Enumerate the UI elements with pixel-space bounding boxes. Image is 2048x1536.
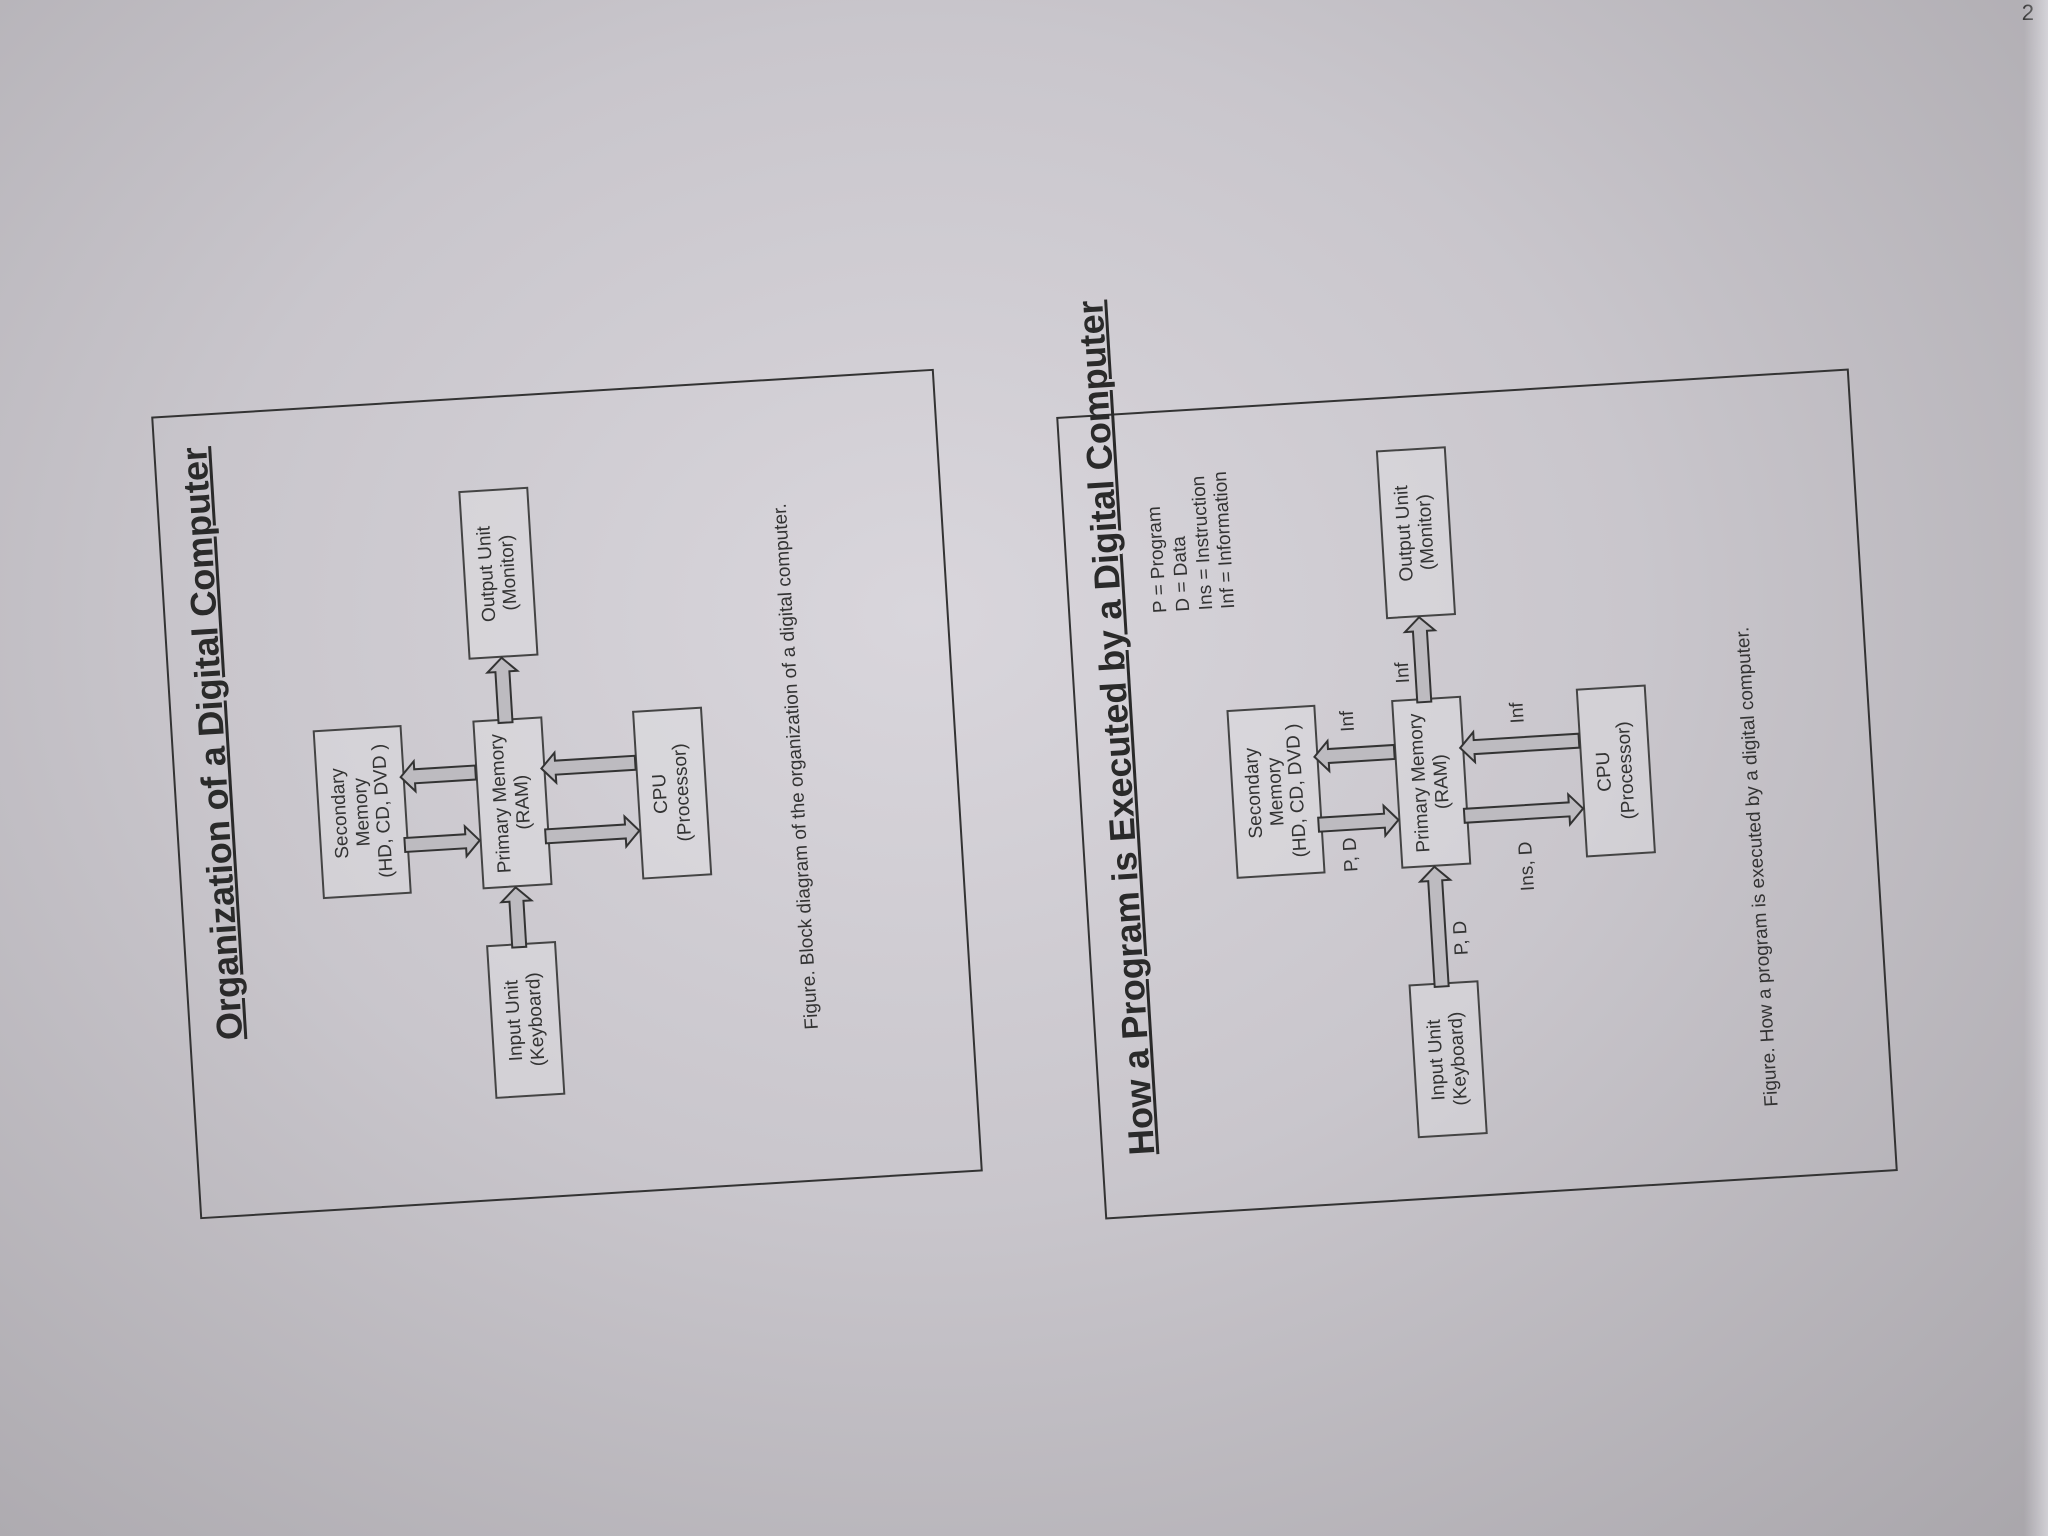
- top-arrow-ram-to-cpu: [544, 814, 641, 850]
- bottom-arrow-ram-to-secondary: [1313, 738, 1396, 774]
- label-secondary-to-ram: P, D: [1339, 836, 1363, 873]
- bottom-arrow-secondary-to-ram: [1317, 803, 1400, 839]
- top-arrow-ram-to-secondary: [399, 758, 478, 794]
- label-input-to-ram: P, D: [1449, 920, 1473, 956]
- bottom-arrow-input-to-ram: [1417, 865, 1453, 989]
- top-panel: Organization of a Digital Computer Secon…: [151, 368, 983, 1220]
- bottom-arrows: [1313, 615, 1585, 989]
- label-ram-to-cpu: Ins, D: [1515, 840, 1540, 892]
- paper-edge: [2024, 0, 2048, 1536]
- label-ram-to-output: Inf: [1391, 661, 1415, 684]
- bottom-arrow-ram-to-output: [1402, 615, 1438, 704]
- top-arrows: [399, 656, 641, 949]
- label-ram-to-secondary: Inf: [1336, 710, 1359, 733]
- bottom-panel: How a Program is Executed by a Digital C…: [1056, 299, 1898, 1220]
- top-arrow-secondary-to-ram: [403, 823, 482, 859]
- label-cpu-to-ram: Inf: [1506, 701, 1529, 724]
- bottom-arrow-ram-to-cpu: [1462, 791, 1585, 827]
- top-arrow-input-to-ram: [499, 885, 535, 949]
- bottom-arrow-cpu-to-ram: [1458, 729, 1581, 765]
- top-arrow-cpu-to-ram: [540, 750, 637, 786]
- top-arrow-ram-to-output: [484, 656, 520, 725]
